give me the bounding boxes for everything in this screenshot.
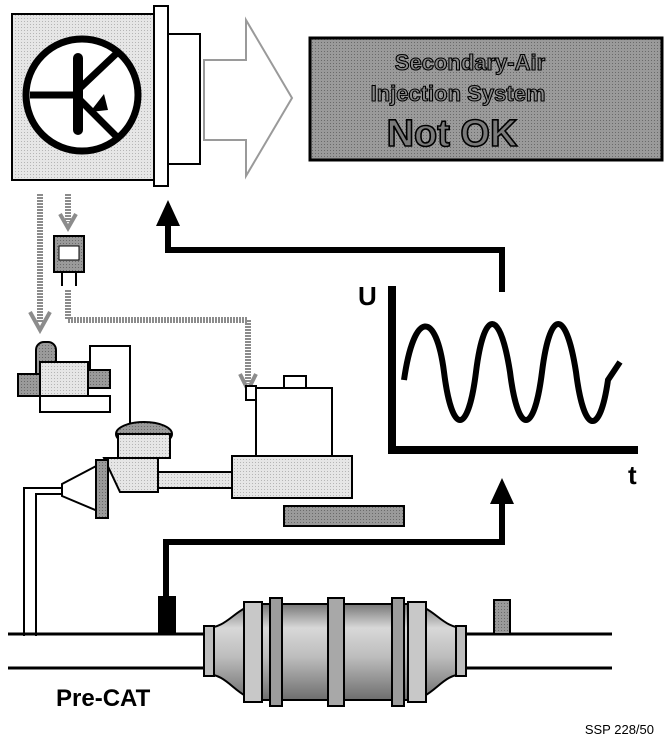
signal-line <box>156 200 505 292</box>
transistor-icon <box>22 35 142 155</box>
status-line-3: Not OK <box>387 113 518 155</box>
output-arrow-icon <box>203 16 294 180</box>
actuation-lines <box>28 194 258 395</box>
secondary-air-pump <box>231 375 405 527</box>
relay <box>53 235 85 286</box>
oxygen-sensor-precat <box>158 596 176 634</box>
catalytic-converter <box>203 597 467 707</box>
x-axis-label: t <box>628 460 637 490</box>
pre-cat-label: Pre-CAT <box>56 685 151 712</box>
status-line-1: Secondary-Air <box>395 50 546 75</box>
reference-label: SSP 228/50 <box>585 722 654 737</box>
y-axis-label: U <box>358 281 377 311</box>
solenoid-valve <box>17 341 131 428</box>
oxygen-sensor-postcat <box>493 599 511 635</box>
combination-valve <box>61 421 235 519</box>
status-box: Secondary-Air Injection System Not OK <box>308 36 664 162</box>
exhaust-system <box>8 596 612 707</box>
voltage-graph: U t <box>358 281 638 490</box>
air-feed-pipe <box>23 487 62 636</box>
control-unit <box>11 5 201 187</box>
oxygen-sensor-signal <box>401 321 623 424</box>
status-line-2: Injection System <box>371 81 546 106</box>
sensor-feedback-line <box>163 478 514 600</box>
